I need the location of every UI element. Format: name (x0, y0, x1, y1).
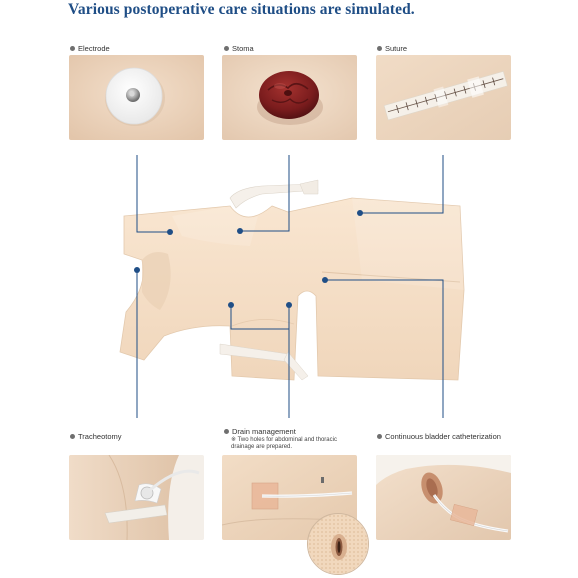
photo-tracheotomy (69, 455, 204, 540)
bullet-icon (70, 46, 75, 51)
bullet-icon (70, 434, 75, 439)
label-bladder: Continuous bladder catheterization (377, 432, 501, 441)
marker-suture (357, 210, 363, 216)
photo-suture (376, 55, 511, 140)
photo-gown (112, 176, 468, 382)
marker-drain-right (286, 302, 292, 308)
drain-note-line-1: ※ Two holes for abdominal and thoracic (231, 437, 337, 443)
photo-electrode (69, 55, 204, 140)
page-headline: Various postoperative care situations ar… (68, 1, 415, 18)
label-stoma: Stoma (224, 44, 254, 53)
label-tracheotomy: Tracheotomy (70, 432, 122, 441)
label-electrode: Electrode (70, 44, 110, 53)
bullet-icon (224, 429, 229, 434)
photo-stoma (222, 55, 357, 140)
marker-electrode (167, 229, 173, 235)
bullet-icon (377, 46, 382, 51)
marker-bladder (322, 277, 328, 283)
bullet-icon (224, 46, 229, 51)
photo-bladder (376, 455, 511, 540)
marker-stoma (237, 228, 243, 234)
photo-drain-hole-inset (307, 513, 369, 575)
label-suture: Suture (377, 44, 407, 53)
bullet-icon (377, 434, 382, 439)
marker-drain-left (228, 302, 234, 308)
drain-note-line-2: drainage are prepared. (231, 444, 293, 450)
marker-tracheotomy (134, 267, 140, 273)
label-drain: Drain management (224, 427, 296, 436)
